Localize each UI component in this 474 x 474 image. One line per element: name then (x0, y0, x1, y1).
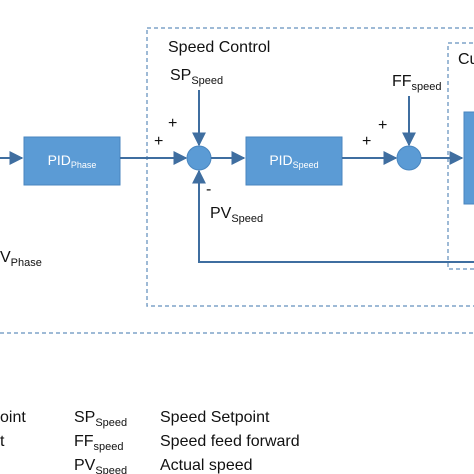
legend: oint SPSpeed Speed Setpoint t FFspeed Sp… (0, 409, 300, 474)
sum2-top-sign: + (378, 117, 387, 134)
legend-row-2-symbol: FFspeed (74, 433, 124, 453)
pid-speed-subscript: Speed (293, 160, 319, 170)
pid-phase-label: PID (48, 152, 71, 168)
pid-speed-block: PIDSpeed (245, 136, 343, 186)
legend-row-2-fragment: t (0, 433, 5, 450)
sum1-left-sign: + (154, 133, 163, 150)
legend-row-1-fragment: oint (0, 409, 26, 426)
pv-phase-label: VPhase (0, 249, 42, 269)
sum1-bottom-sign: - (206, 181, 211, 198)
current-control-title: Cu (458, 51, 474, 68)
legend-row-1-description: Speed Setpoint (160, 409, 270, 426)
sp-speed-label: SPSpeed (170, 67, 223, 87)
speed-control-title: Speed Control (168, 39, 270, 56)
legend-row-3-symbol: PVSpeed (74, 457, 127, 474)
current-control-block (463, 111, 474, 205)
pv-speed-label: PVSpeed (210, 205, 263, 225)
speed-feedback-line (192, 169, 474, 263)
sum1-top-sign: + (168, 115, 177, 132)
summing-junction-1 (186, 145, 212, 171)
legend-row-3-description: Actual speed (160, 457, 253, 474)
sum2-left-sign: + (362, 133, 371, 150)
summing-junction-2 (396, 145, 422, 171)
pid-phase-subscript: Phase (71, 160, 97, 170)
legend-row-2-description: Speed feed forward (160, 433, 300, 450)
ff-speed-label: FFspeed (392, 73, 442, 93)
speed-control-frame (146, 27, 474, 307)
pid-speed-label: PID (269, 152, 292, 168)
svg-text:PIDSpeed: PIDSpeed (269, 152, 318, 170)
svg-text:PIDPhase: PIDPhase (48, 152, 97, 170)
pid-phase-block: PIDPhase (23, 136, 121, 186)
legend-row-1-symbol: SPSpeed (74, 409, 127, 429)
